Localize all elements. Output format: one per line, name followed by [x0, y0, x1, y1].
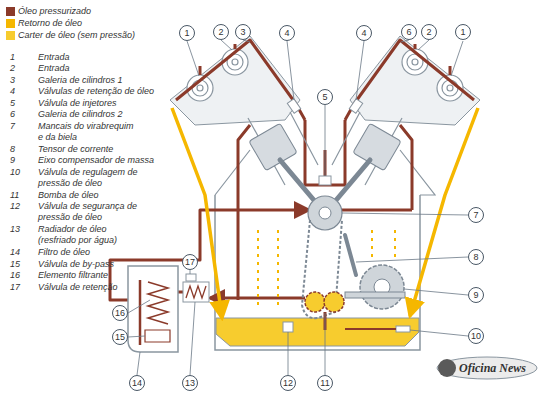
list-number: 14	[10, 247, 20, 258]
callout-number: 1	[455, 24, 471, 40]
list-text: Elemento filtrante	[38, 270, 208, 281]
callout-number: 4	[356, 25, 372, 41]
callout-number: 16	[112, 305, 128, 321]
list-text: Válvula de segurança de pressão de óleo	[38, 201, 150, 223]
callout-number: 12	[280, 375, 296, 391]
list-text: Galeria de cilindros 2	[38, 109, 208, 120]
callout-number: 7	[468, 207, 484, 223]
callout-number: 8	[468, 249, 484, 265]
list-text: Bomba de óleo	[38, 190, 208, 201]
list-number: 15	[10, 259, 20, 270]
list-text: Mancais do virabrequim e da biela	[38, 121, 141, 143]
list-text: Entrada	[38, 52, 208, 63]
callout-number: 6	[401, 24, 417, 40]
callout-number: 5	[317, 89, 333, 105]
callout-number: 9	[468, 287, 484, 303]
callout-number: 10	[468, 328, 484, 344]
callout-number: 17	[182, 254, 198, 270]
callout-number: 13	[182, 375, 198, 391]
list-number: 16	[10, 270, 20, 281]
list-text: Entrada	[38, 63, 208, 74]
list-number: 10	[10, 167, 20, 178]
list-text: Eixo compensador de massa	[38, 155, 208, 166]
callout-number: 2	[421, 24, 437, 40]
legend-swatch	[6, 31, 15, 40]
list-number: 12	[10, 201, 20, 212]
list-number: 17	[10, 282, 20, 293]
list-text: Válvulas de retenção de óleo	[38, 86, 208, 97]
list-number: 9	[10, 155, 15, 166]
list-number: 11	[10, 190, 19, 201]
logo-text: Oficina News	[459, 361, 526, 375]
list-text: Galeria de cilindros 1	[38, 75, 208, 86]
legend-swatch	[6, 19, 15, 28]
callout-number: 2	[213, 24, 229, 40]
list-number: 5	[10, 98, 15, 109]
list-text: Tensor de corrente	[38, 144, 208, 155]
list-number: 8	[10, 144, 15, 155]
list-number: 6	[10, 109, 15, 120]
legend-swatch	[6, 7, 15, 16]
list-number: 4	[10, 86, 15, 97]
callout-number: 1	[179, 25, 195, 41]
legend-text: Carter de óleo (sem pressão)	[18, 30, 135, 41]
list-number: 2	[10, 63, 15, 74]
callout-number: 15	[112, 329, 128, 345]
list-number: 3	[10, 75, 15, 86]
list-text: Válvula de injetores	[38, 98, 208, 109]
list-number: 7	[10, 121, 15, 132]
list-number: 1	[10, 52, 15, 63]
legend-text: Óleo pressurizado	[18, 6, 91, 17]
list-number: 13	[10, 224, 20, 235]
list-text: Válvula de retenção	[38, 282, 208, 293]
callout-number: 4	[279, 25, 295, 41]
list-text: Válvula de regulagem de pressão de óleo	[38, 167, 150, 189]
callout-number: 11	[317, 375, 333, 391]
callout-number: 14	[129, 375, 145, 391]
list-text: Radiador de óleo (resfriado por água)	[38, 224, 133, 246]
callout-number: 3	[235, 24, 251, 40]
legend-text: Retorno de óleo	[18, 18, 82, 29]
